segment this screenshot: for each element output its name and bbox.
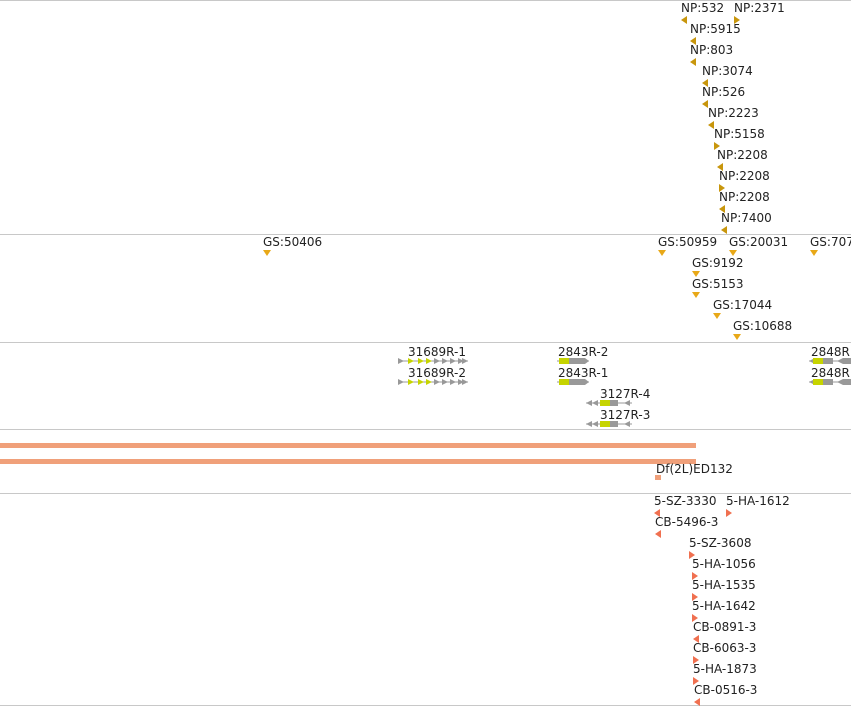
np-label: NP:3074	[702, 64, 753, 78]
triangle-marker-icon	[692, 593, 698, 601]
np-label: NP:526	[702, 85, 746, 99]
insertion-label: 5-HA-1873	[693, 662, 757, 676]
np-label: NP:2208	[719, 190, 770, 204]
gene-label: 2843R-1	[558, 366, 609, 380]
triangle-marker-icon	[693, 656, 699, 664]
gene-label: 2843R-2	[558, 345, 609, 359]
triangle-marker-icon	[702, 100, 708, 108]
gs-label: GS:10688	[733, 319, 793, 333]
triangle-marker-icon	[690, 37, 696, 45]
insertion-label: 5-HA-1056	[692, 557, 756, 571]
track-divider	[0, 342, 851, 343]
gs-label: GS:20031	[729, 235, 789, 249]
insertion-label: CB-0516-3	[694, 683, 758, 697]
triangle-marker-icon	[719, 184, 725, 192]
deficiency-bar[interactable]	[0, 459, 696, 464]
triangle-marker-icon	[733, 334, 741, 340]
deficiency-bar[interactable]	[0, 443, 696, 448]
triangle-marker-icon	[692, 271, 700, 277]
gs-label: GS:5153	[692, 277, 744, 291]
gene-model-glyph	[398, 358, 468, 364]
triangle-marker-icon	[708, 121, 714, 129]
np-label: NP:2208	[719, 169, 770, 183]
np-label: NP:5158	[714, 127, 765, 141]
np-label: NP:2371	[734, 1, 785, 15]
triangle-marker-icon	[694, 698, 700, 706]
gene-model-glyph	[586, 421, 632, 427]
gene-model-glyph	[809, 379, 851, 385]
gene-label: 2848R	[811, 345, 850, 359]
triangle-marker-icon	[721, 226, 727, 234]
triangle-marker-icon	[810, 250, 818, 256]
triangle-marker-icon	[693, 677, 699, 685]
gene-model-glyph	[586, 400, 632, 406]
np-label: NP:2208	[717, 148, 768, 162]
triangle-marker-icon	[734, 16, 740, 24]
gene-model-glyph	[398, 379, 468, 385]
np-label: NP:2223	[708, 106, 759, 120]
gene-label: 31689R-2	[408, 366, 466, 380]
np-label: NP:532	[681, 1, 725, 15]
gs-label: GS:17044	[713, 298, 773, 312]
insertion-label: CB-6063-3	[693, 641, 757, 655]
gs-label: GS:707	[810, 235, 851, 249]
gene-model-glyph	[557, 379, 589, 385]
np-label: NP:5915	[690, 22, 741, 36]
track-divider	[0, 0, 851, 1]
track-divider	[0, 234, 851, 235]
gs-label: GS:9192	[692, 256, 744, 270]
insertion-label: 5-SZ-3608	[689, 536, 752, 550]
gene-label: 3127R-4	[600, 387, 651, 401]
triangle-marker-icon	[658, 250, 666, 256]
np-label: NP:7400	[721, 211, 772, 225]
insertion-label: 5-SZ-3330	[654, 494, 717, 508]
track-divider	[0, 705, 851, 706]
gene-label: 3127R-3	[600, 408, 651, 422]
triangle-marker-icon	[692, 292, 700, 298]
triangle-marker-icon	[692, 572, 698, 580]
gene-label: 31689R-1	[408, 345, 466, 359]
gene-model-glyph	[557, 358, 589, 364]
triangle-marker-icon	[654, 509, 660, 517]
track-divider	[0, 429, 851, 430]
triangle-marker-icon	[263, 250, 271, 256]
deficiency-label: Df(2L)ED132	[656, 462, 733, 476]
triangle-marker-icon	[729, 250, 737, 256]
gene-model-glyph	[809, 358, 851, 364]
gs-label: GS:50406	[263, 235, 323, 249]
insertion-label: CB-0891-3	[693, 620, 757, 634]
triangle-marker-icon	[692, 614, 698, 622]
triangle-marker-icon	[655, 530, 661, 538]
insertion-label: 5-HA-1612	[726, 494, 790, 508]
insertion-label: CB-5496-3	[655, 515, 719, 529]
triangle-marker-icon	[690, 58, 696, 66]
triangle-marker-icon	[717, 163, 723, 171]
triangle-marker-icon	[714, 142, 720, 150]
triangle-marker-icon	[681, 16, 687, 24]
triangle-marker-icon	[702, 79, 708, 87]
triangle-marker-icon	[726, 509, 732, 517]
track-divider	[0, 493, 851, 494]
deficiency-marker[interactable]	[655, 475, 661, 480]
insertion-label: 5-HA-1535	[692, 578, 756, 592]
triangle-marker-icon	[693, 635, 699, 643]
triangle-marker-icon	[719, 205, 725, 213]
gs-label: GS:50959	[658, 235, 718, 249]
triangle-marker-icon	[689, 551, 695, 559]
gene-label: 2848R	[811, 366, 850, 380]
insertion-label: 5-HA-1642	[692, 599, 756, 613]
triangle-marker-icon	[713, 313, 721, 319]
np-label: NP:803	[690, 43, 734, 57]
